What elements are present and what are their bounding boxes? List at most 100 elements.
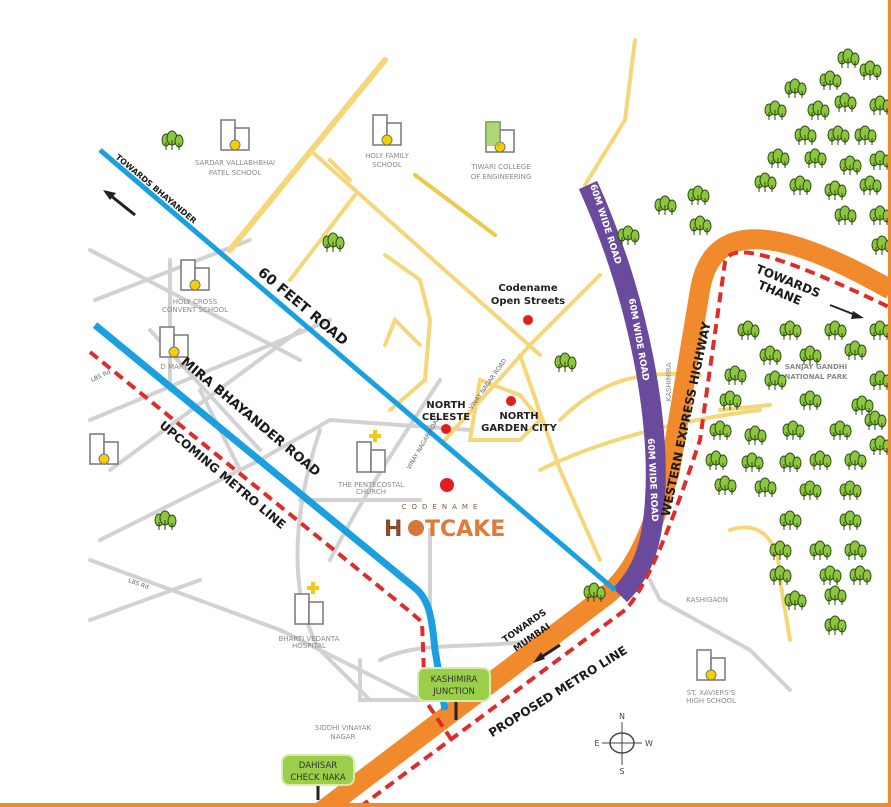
- tree-icon: [829, 420, 852, 440]
- hotcake-logo: H TCAKE: [384, 517, 505, 542]
- tree-icon: [834, 92, 857, 112]
- area-label: NAGAR: [331, 733, 356, 741]
- tree-icon: [839, 480, 862, 500]
- arrow-bhayander-icon: [109, 193, 136, 217]
- tree-icon: [554, 352, 577, 372]
- compass-w: W: [645, 739, 653, 748]
- arrow-mumbai-icon: [539, 643, 561, 660]
- area-label: KASHIGAON: [686, 596, 728, 604]
- project-marker[interactable]: [523, 315, 533, 325]
- compass-s: S: [619, 767, 624, 776]
- hotcake-prefix: CODENAME: [402, 503, 483, 511]
- tree-icon: [859, 60, 882, 80]
- landmark-label: HOLY CROSS: [173, 298, 218, 306]
- landmark-label: PATEL SCHOOL: [209, 169, 261, 177]
- tree-icon: [864, 410, 887, 430]
- school-building-icon: [372, 114, 402, 146]
- tree-icon: [754, 172, 777, 192]
- upcoming-metro-line: [88, 350, 457, 747]
- project-label: Open Streets: [491, 296, 565, 307]
- tree-icon: [869, 95, 891, 115]
- tree-icon: [617, 225, 640, 245]
- project-label: NORTH: [499, 411, 538, 422]
- landmark-label: CHURCH: [356, 488, 386, 496]
- tree-icon: [869, 205, 891, 225]
- compass-n: N: [619, 712, 625, 721]
- project-label: GARDEN CITY: [481, 423, 558, 434]
- tree-icon: [869, 435, 891, 455]
- map-border-bottom: [0, 803, 891, 807]
- tree-icon: [824, 320, 847, 340]
- school-building-icon: [89, 433, 119, 465]
- hospital-building-icon: [356, 430, 386, 473]
- sixty-m-road-label: 60M WIDE ROAD: [645, 438, 659, 522]
- tree-icon: [769, 565, 792, 585]
- mall-building-icon: [159, 326, 189, 358]
- tree-icon: [807, 100, 830, 120]
- tree-icon: [827, 125, 850, 145]
- school-building-icon: [696, 649, 726, 681]
- yellow-roads: [227, 38, 792, 642]
- dahisar-check-naka-badge[interactable]: DAHISAR CHECK NAKA: [281, 754, 355, 786]
- tree-icon: [869, 320, 891, 340]
- tree-icon: [784, 590, 807, 610]
- tree-icon: [789, 175, 812, 195]
- map-border-right: [888, 0, 891, 807]
- kashimira-junction-badge[interactable]: KASHIMIRA JUNCTION: [417, 667, 491, 702]
- school-building-icon: [180, 259, 210, 291]
- tree-icon: [754, 477, 777, 497]
- tree-icon: [737, 320, 760, 340]
- tree-icon: [779, 320, 802, 340]
- tree-icon: [779, 510, 802, 530]
- cookie-icon: [408, 520, 424, 536]
- tree-icon: [654, 195, 677, 215]
- tree-icon: [851, 395, 874, 415]
- hotcake-letters: TCAKE: [425, 517, 505, 542]
- towards-bhayander-label: TOWARDS BHAYANDER: [114, 153, 198, 226]
- sixty-feet-road-label: 60 FEET ROAD: [254, 265, 350, 349]
- junction-label: JUNCTION: [432, 687, 475, 697]
- tree-icon: [824, 180, 847, 200]
- lbs-road-label: LBS Rd: [90, 368, 112, 383]
- area-label: KASHIMIRA: [665, 363, 673, 402]
- school-building-icon: [220, 119, 250, 151]
- buildings: [89, 114, 726, 681]
- tree-icon: [837, 48, 860, 68]
- tree-icon: [709, 420, 732, 440]
- tree-icon: [759, 345, 782, 365]
- project-label: CELESTE: [422, 412, 470, 423]
- college-building-icon: [485, 121, 515, 153]
- project-label: NORTH: [426, 400, 465, 411]
- tree-icon: [779, 452, 802, 472]
- project-marker[interactable]: [441, 424, 451, 434]
- tree-icon: [859, 175, 882, 195]
- proposed-metro-line: [358, 250, 891, 807]
- tree-icon: [839, 510, 862, 530]
- area-label: SANJAY GANDHI: [785, 363, 847, 371]
- tree-icon: [764, 370, 787, 390]
- landmark-label: THE PENTECOSTAL: [337, 481, 404, 489]
- tree-icon: [583, 582, 606, 602]
- landmark-label: SARDAR VALLABHBHAI: [195, 159, 275, 167]
- landmark-label: SCHOOL: [372, 161, 402, 169]
- tree-icon: [782, 420, 805, 440]
- tree-icon: [824, 615, 847, 635]
- hotcake-marker[interactable]: [440, 478, 454, 492]
- vinay-nagar-road-label: VINAY NAGAR ROAD: [468, 357, 509, 411]
- hospital-building-icon: [294, 582, 324, 625]
- compass-e: E: [594, 739, 599, 748]
- tree-icon: [819, 565, 842, 585]
- tree-icon: [719, 390, 742, 410]
- project-marker[interactable]: [506, 396, 516, 406]
- tree-icon: [799, 390, 822, 410]
- landmark-label: HOSPITAL: [292, 642, 326, 650]
- tree-icon: [687, 185, 710, 205]
- tree-icon: [844, 540, 867, 560]
- tree-icon: [794, 125, 817, 145]
- junction-label: DAHISAR: [299, 761, 337, 771]
- tree-icon: [784, 78, 807, 98]
- tree-icon: [714, 475, 737, 495]
- landmark-label: CONVENT SCHOOL: [162, 306, 228, 314]
